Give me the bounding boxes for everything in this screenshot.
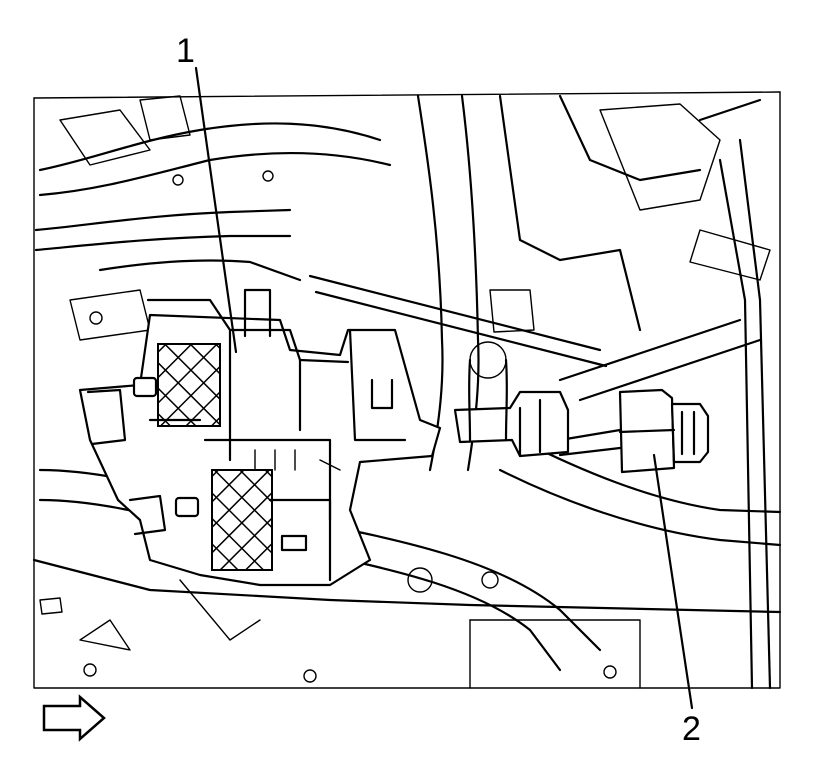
component-1-connector-block [78,288,442,587]
front-direction-arrow-icon [42,694,106,742]
callout-label-1: 1 [176,32,195,70]
component-1-grille-upper [157,343,221,427]
component-1-grille-lower [211,469,273,571]
background-linework [32,91,782,690]
component-2-connector [453,289,710,474]
callout-label-2: 2 [682,710,701,748]
leader-line-2 [652,453,694,710]
leader-line-1 [194,66,238,354]
